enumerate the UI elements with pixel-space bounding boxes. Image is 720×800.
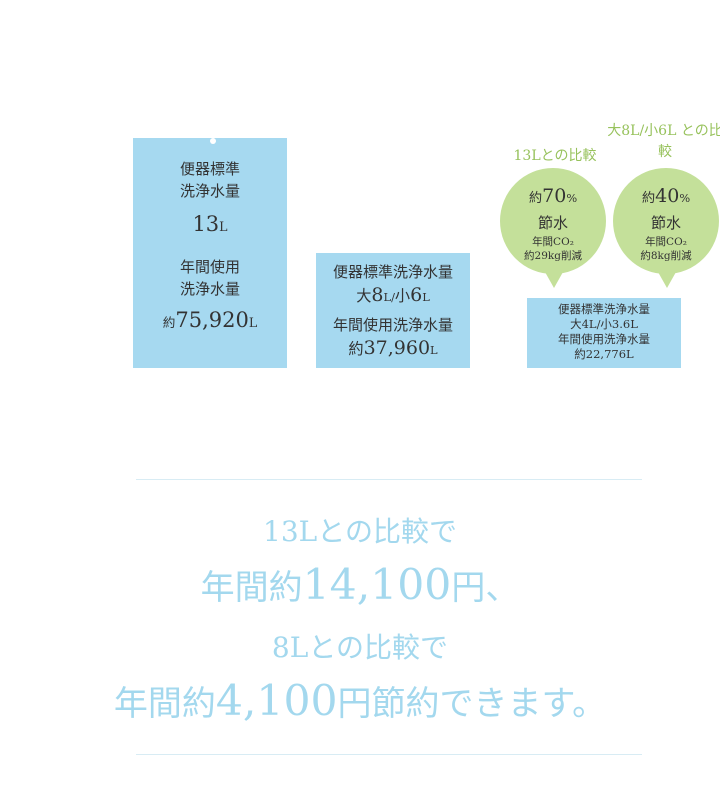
- bubble1-co2-reduction: 約29kg削減: [524, 250, 582, 262]
- bar1-volume: 13L: [192, 212, 228, 236]
- bar-8l-6l: 便器標準洗浄水量 大8L/小6L 年間使用洗浄水量 約37,960L: [316, 253, 470, 368]
- comparison-label-13l: 13Lとの比較: [513, 148, 597, 164]
- bubble2-saving: 節水: [650, 214, 681, 232]
- bar-13l: 便器標準 洗浄水量 13L 年間使用 洗浄水量 約75,920L: [133, 138, 287, 368]
- bubble1-percent: 約70%: [528, 185, 578, 207]
- divider-bottom: [136, 754, 642, 755]
- bar1-annual-value: 約75,920L: [162, 308, 258, 332]
- bubble1-co2-title: 年間CO₂: [532, 236, 574, 248]
- bubble2-percent: 約40%: [641, 185, 691, 207]
- bar3-volume: 大4L/小3.6L: [570, 317, 638, 331]
- bubble2-co2-title: 年間CO₂: [645, 236, 687, 248]
- saving-bubble-70: 約70% 節水 年間CO₂ 約29kg削減: [500, 168, 606, 288]
- bar2-annual-value: 約37,960L: [348, 337, 438, 359]
- message-line-3: 8Lとの比較で: [271, 631, 449, 664]
- bar2-volume: 大8L/小6L: [356, 284, 430, 306]
- bar1-title: 便器標準 洗浄水量: [179, 160, 240, 200]
- bar2-annual-title: 年間使用洗浄水量: [332, 316, 453, 334]
- message-line-1: 13Lとの比較で: [263, 515, 457, 548]
- bar2-title: 便器標準洗浄水量: [332, 263, 453, 281]
- bubble2-co2-reduction: 約8kg削減: [640, 250, 692, 262]
- bubble1-saving: 節水: [537, 214, 568, 232]
- comparison-label-8l: 大8L/小6L との比較: [607, 123, 720, 160]
- saving-bubble-40: 約40% 節水 年間CO₂ 約8kg削減: [613, 168, 719, 288]
- message-line-2: 年間約14,100円、: [200, 561, 520, 610]
- divider-top: [136, 479, 642, 480]
- bar3-annual-value: 約22,776L: [574, 347, 634, 361]
- bar-4l-3-6l: 便器標準洗浄水量 大4L/小3.6L 年間使用洗浄水量 約22,776L: [527, 298, 681, 368]
- bar1-annual-title: 年間使用 洗浄水量: [179, 258, 240, 298]
- bar3-annual-title: 年間使用洗浄水量: [558, 332, 650, 346]
- message-line-4: 年間約4,100円節約できます。: [113, 677, 607, 726]
- bar3-title: 便器標準洗浄水量: [558, 302, 650, 316]
